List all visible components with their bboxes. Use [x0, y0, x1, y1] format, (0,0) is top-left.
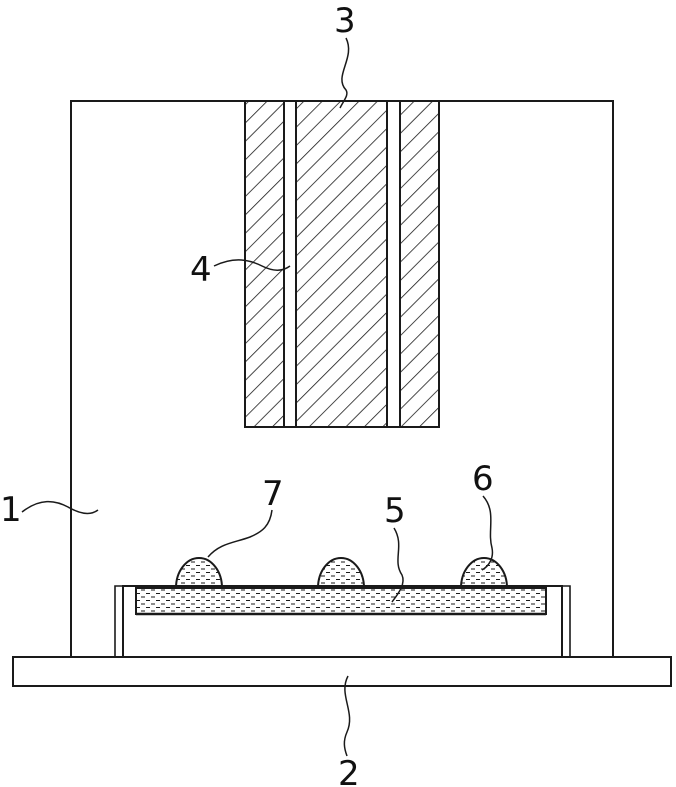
gap-right [387, 101, 400, 427]
label-2: 2 [338, 754, 360, 787]
label-1: 1 [0, 490, 22, 530]
hatched-strip-center [296, 101, 387, 427]
label-3: 3 [334, 1, 356, 41]
label-6: 6 [472, 459, 494, 499]
label-7: 7 [262, 474, 284, 514]
hatched-strip-right [400, 101, 439, 427]
hatched-strip-left [245, 101, 284, 427]
leader-3 [340, 38, 349, 108]
base-plate [13, 657, 671, 686]
label-5: 5 [384, 491, 406, 531]
gap-left [284, 101, 296, 427]
label-4: 4 [190, 250, 212, 290]
leader-2 [344, 676, 349, 756]
dotted-layer [136, 588, 546, 614]
